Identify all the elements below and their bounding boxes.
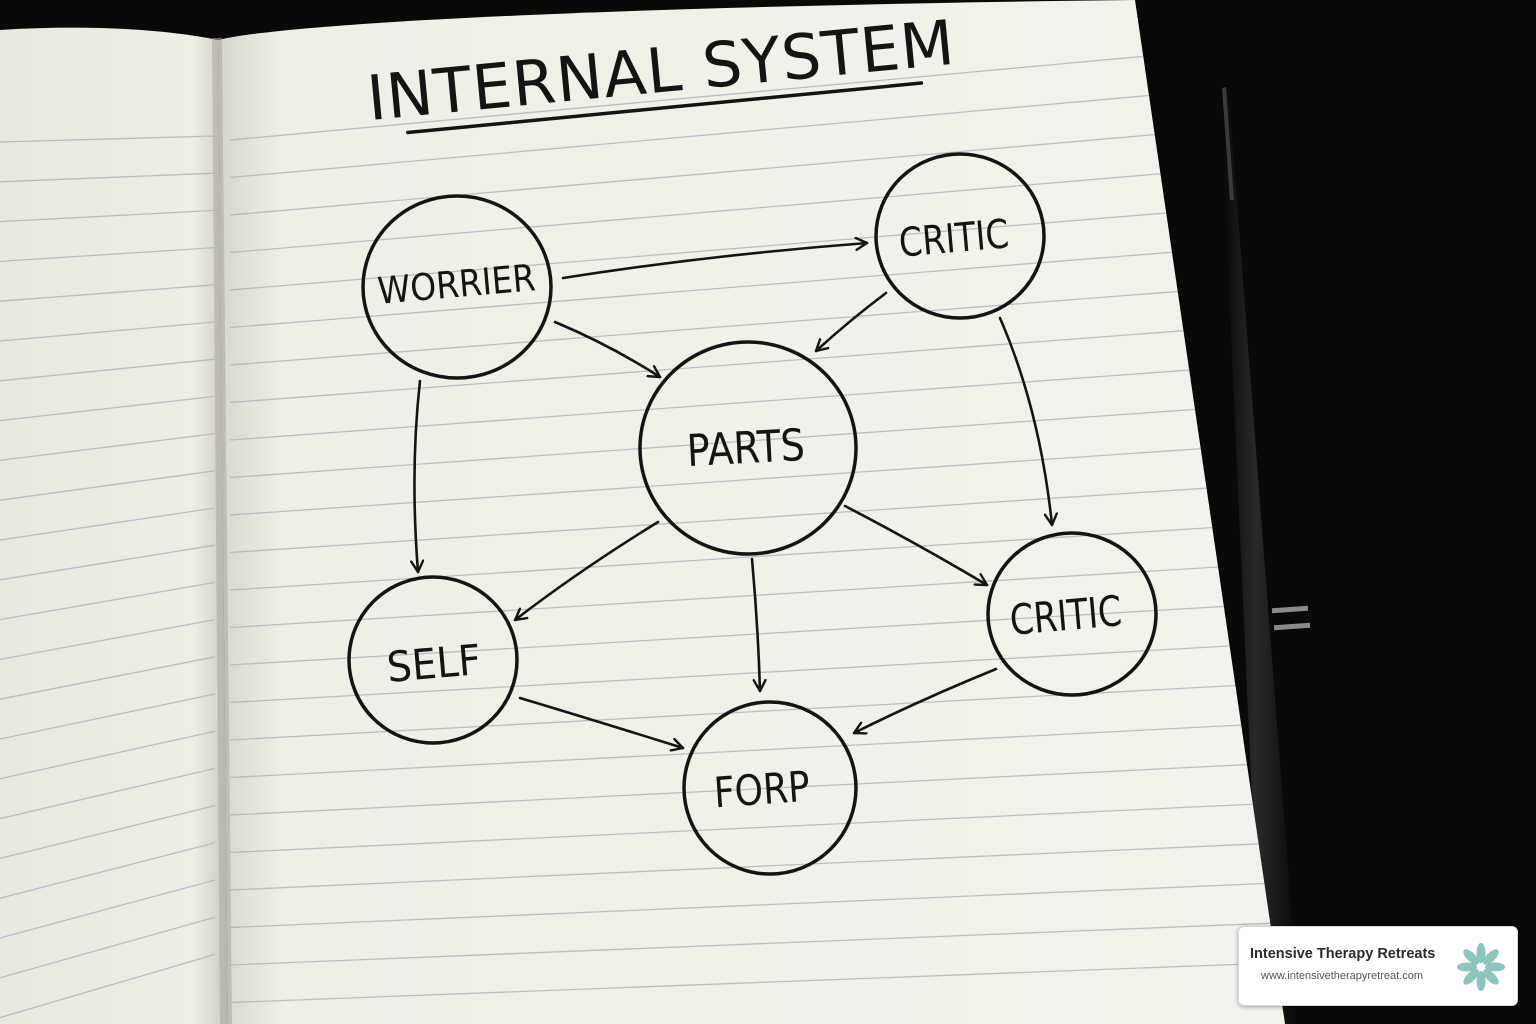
diagram-edges (414, 243, 1052, 748)
edge-parts-to-forp (750, 557, 760, 693)
node-circle (874, 152, 1046, 320)
node-circle (638, 340, 858, 556)
teal-flower-icon (1457, 943, 1505, 991)
node-circle (361, 194, 553, 380)
node-label: SELF (385, 635, 483, 692)
rule-line (229, 361, 1285, 441)
flower-petal (1476, 943, 1486, 963)
right-page-rule-lines (229, 41, 1285, 1004)
rule-line (0, 209, 216, 223)
edge-critic-top-to-parts (814, 291, 888, 353)
node-label: PARTS (686, 420, 807, 477)
rule-line (0, 618, 216, 661)
edge-parts-to-self (513, 520, 660, 622)
rule-line (0, 544, 216, 581)
rule-line (0, 321, 216, 342)
rule-line (229, 921, 1285, 966)
rule-line (0, 581, 216, 621)
rule-line (229, 881, 1285, 929)
rule-line (0, 135, 216, 143)
flower-petal (1485, 962, 1505, 972)
rule-line (229, 41, 1285, 141)
rule-line (229, 81, 1285, 179)
rule-line (229, 801, 1285, 854)
edge-worrier-to-parts (553, 320, 662, 379)
edge-worrier-to-critic-top (561, 243, 869, 280)
edge-worrier-to-self (414, 379, 420, 574)
rule-line (0, 656, 216, 700)
rule-line (229, 841, 1285, 891)
rule-line (0, 879, 216, 939)
rule-line (229, 321, 1285, 404)
flower-petal (1483, 969, 1499, 985)
flower-petal (1483, 949, 1499, 965)
rule-line (0, 470, 216, 501)
node-circle (347, 575, 519, 745)
node-self: SELF (347, 575, 519, 745)
rule-line (0, 432, 216, 462)
watermark-url: www.intensivetherapyretreat.com (1261, 970, 1424, 982)
rule-line (229, 161, 1285, 254)
edge-critic-right-to-forp (852, 667, 998, 733)
node-label: CRITIC (1008, 586, 1124, 645)
node-forp: FORP (682, 700, 858, 876)
node-circle (682, 700, 858, 876)
rule-line (229, 561, 1285, 629)
rule-line (0, 804, 216, 860)
rule-line (229, 521, 1285, 591)
watermark-name: Intensive Therapy Retreats (1250, 946, 1436, 962)
rule-line (229, 681, 1285, 741)
rule-line (0, 953, 216, 1019)
node-critic-top: CRITIC (874, 152, 1046, 320)
rule-line (0, 172, 216, 183)
rule-line (0, 767, 216, 820)
rule-line (229, 201, 1285, 291)
rule-line (229, 441, 1285, 516)
rule-line (229, 601, 1285, 666)
node-label: FORP (712, 762, 811, 818)
rule-line (0, 358, 216, 382)
edge-self-to-forp (518, 696, 685, 748)
rule-line (229, 481, 1285, 554)
rule-line (0, 693, 216, 740)
title-underline (406, 81, 924, 135)
right-page (218, 0, 1285, 1024)
rule-line (229, 641, 1285, 704)
flower-petal (1463, 969, 1479, 985)
flower-petal (1457, 962, 1477, 972)
watermark-badge: Intensive Therapy Retreats www.intensive… (1238, 926, 1518, 1006)
rule-line (0, 507, 216, 541)
rule-line (0, 395, 216, 422)
rule-line (229, 761, 1285, 816)
rule-line (229, 121, 1285, 216)
rule-line (0, 246, 216, 263)
flower-petal (1463, 949, 1479, 965)
edge-parts-to-critic-right (843, 504, 989, 587)
edge-critic-top-to-critic-right (998, 316, 1052, 527)
node-parts: PARTS (638, 340, 858, 556)
flower-petal (1476, 971, 1486, 991)
spine-shadow (212, 38, 232, 1024)
rule-line (229, 401, 1285, 479)
rule-line (229, 281, 1285, 366)
left-page-rule-lines (0, 135, 216, 1019)
rule-line (0, 730, 216, 780)
rule-line (229, 721, 1285, 779)
node-label: CRITIC (897, 211, 1011, 266)
rule-line (0, 284, 216, 302)
pen (1220, 86, 1311, 1024)
rule-line (229, 241, 1285, 329)
rule-line (229, 961, 1285, 1004)
rule-line (0, 916, 216, 979)
rule-line (0, 842, 216, 899)
node-critic-right: CRITIC (986, 531, 1158, 697)
node-circle (986, 531, 1158, 697)
left-page (0, 27, 228, 1024)
